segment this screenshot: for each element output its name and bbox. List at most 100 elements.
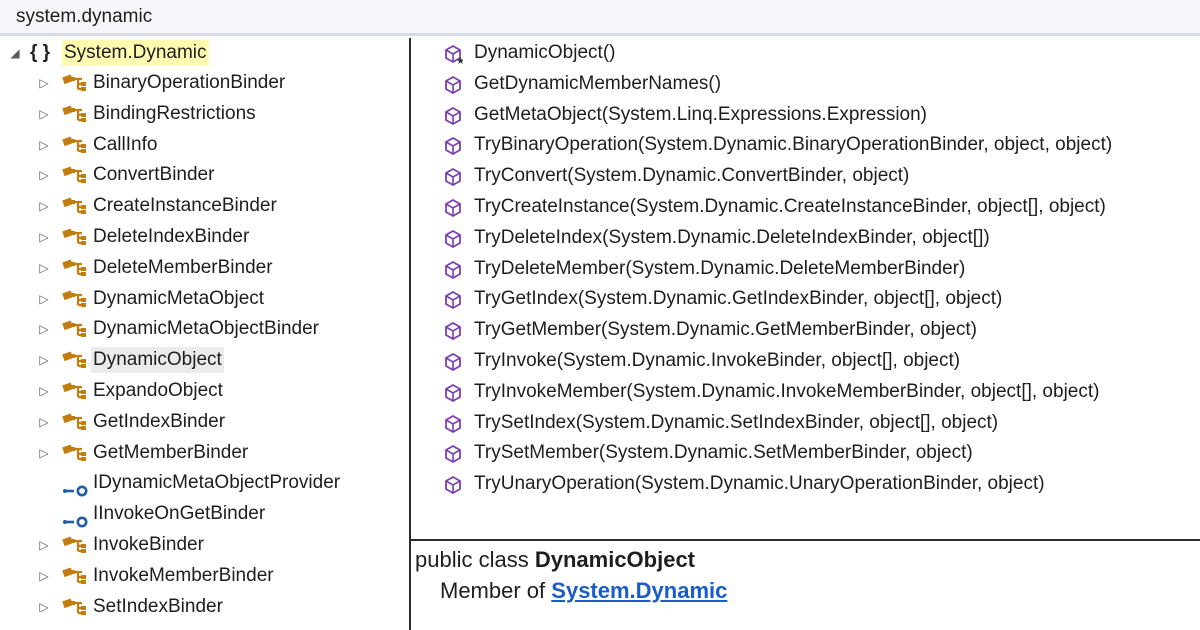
search-bar xyxy=(0,0,1200,36)
tree-item-label: SetIndexBinder xyxy=(93,595,223,617)
tree-item-deleteindexbinder[interactable]: ▷DeleteIndexBinder xyxy=(0,222,409,252)
tree-item-dynamicmetaobjectbinder[interactable]: ▷ DynamicMetaObjectBinder xyxy=(0,314,409,344)
svg-text:★: ★ xyxy=(456,56,463,64)
expand-arrow-icon[interactable]: ▷ xyxy=(39,199,49,214)
collapse-arrow-icon[interactable]: ◢ xyxy=(10,46,20,60)
tree-item-invokebinder[interactable]: ▷ InvokeBinder xyxy=(0,530,409,560)
tree-item-label: CallInfo xyxy=(93,133,158,155)
method-icon xyxy=(443,352,463,372)
expand-arrow-icon[interactable]: ▷ xyxy=(39,599,49,614)
member-item-trygetindex[interactable]: TryGetIndex(System.Dynamic.GetIndexBinde… xyxy=(411,284,1200,314)
expand-arrow-icon[interactable]: ▷ xyxy=(39,76,49,90)
tree-item-createinstancebinder[interactable]: ▷CreateInstanceBinder xyxy=(0,191,409,221)
class-icon xyxy=(62,320,88,340)
tree-item-label: DynamicMetaObjectBinder xyxy=(93,318,319,340)
member-item-trydeleteindex[interactable]: TryDeleteIndex(System.Dynamic.DeleteInde… xyxy=(411,223,1200,253)
member-item-getmetaobject[interactable]: GetMetaObject(System.Linq.Expressions.Ex… xyxy=(411,100,1200,130)
expand-arrow-icon[interactable]: ▷ xyxy=(39,106,49,121)
tree-item-label: BindingRestrictions xyxy=(93,102,256,124)
expand-arrow-icon[interactable]: ▷ xyxy=(39,445,49,460)
member-item-trycreateinstance[interactable]: TryCreateInstance(System.Dynamic.CreateI… xyxy=(411,192,1200,222)
namespace-link[interactable]: System.Dynamic xyxy=(551,578,728,603)
method-icon xyxy=(443,383,463,403)
tree-item-expandoobject[interactable]: ▷ExpandoObject xyxy=(0,376,409,406)
method-icon xyxy=(443,414,463,434)
member-item-trysetmember[interactable]: TrySetMember(System.Dynamic.SetMemberBin… xyxy=(411,438,1200,468)
class-icon xyxy=(62,105,88,125)
tree-namespace-node[interactable]: ◢ { } System.Dynamic xyxy=(0,38,409,68)
tree-item-label: InvokeBinder xyxy=(93,534,204,555)
method-icon xyxy=(443,75,463,95)
expand-arrow-icon[interactable]: ▷ xyxy=(39,414,49,429)
member-item-tryconvert[interactable]: TryConvert(System.Dynamic.ConvertBinder,… xyxy=(411,161,1200,191)
tree-item-idynamicmetaobjectprovider[interactable]: IDynamicMetaObjectProvider xyxy=(0,468,409,498)
tree-item-getindexbinder[interactable]: ▷ GetIndexBinder xyxy=(0,407,409,437)
class-icon xyxy=(62,228,88,248)
tree-item-label: DynamicObject xyxy=(91,347,224,374)
expand-arrow-icon[interactable]: ▷ xyxy=(39,322,49,337)
tree-item-iinvokeongetbinder[interactable]: IInvokeOnGetBinder xyxy=(0,499,409,529)
class-icon xyxy=(62,536,88,556)
member-label: TryUnaryOperation(System.Dynamic.UnaryOp… xyxy=(474,473,1045,495)
tree-item-label: IDynamicMetaObjectProvider xyxy=(93,472,341,494)
tree-item-dynamicmetaobject[interactable]: ▷DynamicMetaObject xyxy=(0,284,409,314)
tree-item-label: BinaryOperationBinder xyxy=(93,72,286,93)
class-icon xyxy=(62,413,88,433)
vertical-splitter[interactable] xyxy=(409,38,411,630)
member-item-tryunaryoperation[interactable]: TryUnaryOperation(System.Dynamic.UnaryOp… xyxy=(411,469,1200,499)
type-declaration: public class DynamicObject xyxy=(415,545,695,575)
horizontal-splitter[interactable] xyxy=(411,539,1200,541)
expand-arrow-icon[interactable]: ▷ xyxy=(39,384,49,398)
expand-arrow-icon[interactable]: ▷ xyxy=(39,353,49,368)
member-item-trygetmember[interactable]: TryGetMember(System.Dynamic.GetMemberBin… xyxy=(411,315,1200,345)
search-input[interactable] xyxy=(16,5,1186,29)
class-icon xyxy=(62,259,88,279)
method-icon xyxy=(443,167,463,187)
expand-arrow-icon[interactable]: ▷ xyxy=(39,260,49,275)
tree-item-convertbinder[interactable]: ▷ ConvertBinder xyxy=(0,160,409,190)
member-item-tryinvokemember[interactable]: TryInvokeMember(System.Dynamic.InvokeMem… xyxy=(411,377,1200,407)
tree-item-label: ConvertBinder xyxy=(93,164,215,186)
member-item-dynamicobject[interactable]: ★DynamicObject() xyxy=(411,38,1200,68)
member-item-trybinaryoperation[interactable]: TryBinaryOperation(System.Dynamic.Binary… xyxy=(411,130,1200,160)
member-label: TryGetMember(System.Dynamic.GetMemberBin… xyxy=(474,319,977,341)
member-label: GetMetaObject(System.Linq.Expressions.Ex… xyxy=(474,103,928,125)
class-icon xyxy=(62,197,88,217)
expand-arrow-icon[interactable]: ▷ xyxy=(39,230,49,244)
method-icon xyxy=(443,106,463,126)
method-icon xyxy=(443,290,463,310)
description-pane: public class DynamicObject Member of Sys… xyxy=(411,541,1200,630)
expand-arrow-icon[interactable]: ▷ xyxy=(39,538,49,552)
member-item-trydeletemember[interactable]: TryDeleteMember(System.Dynamic.DeleteMem… xyxy=(411,254,1200,284)
method-icon xyxy=(443,260,463,280)
tree-item-label: IInvokeOnGetBinder xyxy=(93,503,266,525)
tree-item-deletememberbinder[interactable]: ▷ DeleteMemberBinder xyxy=(0,253,409,283)
method-icon xyxy=(443,229,463,249)
member-of-label: Member of xyxy=(440,578,546,603)
namespace-icon: { } xyxy=(30,42,51,63)
member-label: TryDeleteMember(System.Dynamic.DeleteMem… xyxy=(474,257,966,279)
class-icon xyxy=(62,166,88,186)
member-label: TryDeleteIndex(System.Dynamic.DeleteInde… xyxy=(474,226,990,248)
tree-item-callinfo[interactable]: ▷ CallInfo xyxy=(0,130,409,160)
expand-arrow-icon[interactable]: ▷ xyxy=(39,291,49,306)
tree-item-getmemberbinder[interactable]: ▷GetMemberBinder xyxy=(0,438,409,468)
member-item-getdynamicmembernames[interactable]: GetDynamicMemberNames() xyxy=(411,69,1200,99)
tree-item-dynamicobject[interactable]: ▷ DynamicObject xyxy=(0,345,409,375)
expand-arrow-icon[interactable]: ▷ xyxy=(39,168,49,183)
member-item-trysetindex[interactable]: TrySetIndex(System.Dynamic.SetIndexBinde… xyxy=(411,408,1200,438)
expand-arrow-icon[interactable]: ▷ xyxy=(39,137,49,152)
tree-item-bindingrestrictions[interactable]: ▷ BindingRestrictions xyxy=(0,99,409,129)
member-item-tryinvoke[interactable]: TryInvoke(System.Dynamic.InvokeBinder, o… xyxy=(411,346,1200,376)
member-label: TrySetMember(System.Dynamic.SetMemberBin… xyxy=(474,442,973,464)
tree-item-label: GetIndexBinder xyxy=(93,410,226,432)
constructor-icon: ★ xyxy=(443,44,465,67)
tree-item-label: DeleteMemberBinder xyxy=(93,256,273,278)
tree-item-invokememberbinder[interactable]: ▷InvokeMemberBinder xyxy=(0,561,409,591)
tree-item-setindexbinder[interactable]: ▷ SetIndexBinder xyxy=(0,592,409,622)
member-label: TryGetIndex(System.Dynamic.GetIndexBinde… xyxy=(474,288,1003,310)
type-tree: ◢ { } System.Dynamic ▷ BinaryOperationBin… xyxy=(0,38,409,630)
tree-item-binaryoperationbinder[interactable]: ▷ BinaryOperationBinder xyxy=(0,68,409,98)
class-icon xyxy=(62,567,88,587)
expand-arrow-icon[interactable]: ▷ xyxy=(39,568,49,583)
